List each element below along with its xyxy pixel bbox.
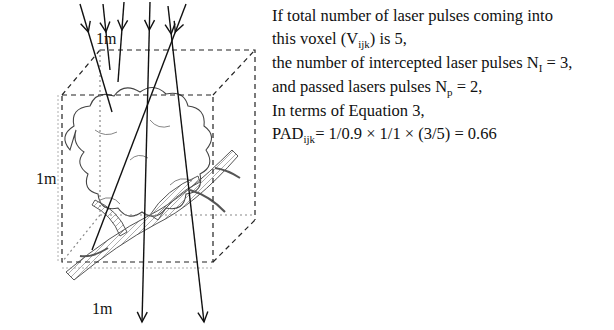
note-text: = 2, — [453, 77, 483, 96]
note-line: and passed lasers pulses Np = 2, — [272, 79, 482, 98]
laser-line — [118, 2, 124, 82]
note-text: this voxel (V — [272, 29, 358, 48]
note-line: the number of intercepted laser pulses N… — [272, 55, 572, 74]
dimension-label: 1m — [96, 30, 116, 48]
note-line: this voxel (Vijk) is 5, — [272, 31, 407, 50]
arrowhead — [145, 20, 155, 30]
note-text: = 1/0.9 × 1/1 × (3/5) = 0.66 — [315, 124, 497, 143]
branch — [150, 176, 200, 220]
dimension-label: 1m — [36, 170, 56, 188]
arrowhead — [165, 23, 175, 34]
dimension-label: 1m — [92, 300, 112, 318]
laser-pulses — [80, 2, 208, 322]
twig — [80, 168, 240, 256]
subscript: ijk — [358, 38, 370, 50]
subscript: ijk — [304, 133, 316, 145]
subscript: I — [539, 62, 543, 74]
note-line: If total number of laser pulses coming i… — [272, 8, 553, 25]
voxel-cube — [62, 50, 255, 262]
arrowhead — [174, 21, 183, 32]
note-text: If total number of laser pulses coming i… — [272, 6, 553, 25]
note-text: In terms of Equation 3, — [272, 101, 425, 120]
note-text: = 3, — [542, 53, 572, 72]
laser-line — [142, 2, 150, 322]
subscript: p — [447, 86, 453, 98]
laser-line — [92, 4, 186, 250]
laser-line — [168, 6, 204, 322]
arrowhead — [198, 311, 208, 322]
dimension-line — [58, 95, 213, 268]
arrowhead — [118, 20, 128, 30]
arrowhead — [81, 21, 91, 32]
laser-line — [80, 4, 112, 112]
note-line: In terms of Equation 3, — [272, 103, 425, 120]
note-line: PADijk= 1/0.9 × 1/1 × (3/5) = 0.66 — [272, 126, 497, 145]
arrowhead — [137, 312, 147, 322]
note-text: and passed lasers pulses N — [272, 77, 447, 96]
note-text: ) is 5, — [370, 29, 407, 48]
note-text: PAD — [272, 124, 304, 143]
note-text: the number of intercepted laser pulses N — [272, 53, 539, 72]
